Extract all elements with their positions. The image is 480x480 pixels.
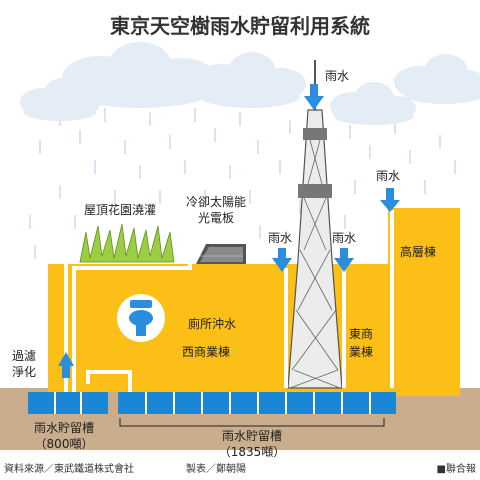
water-pipes [64, 210, 394, 392]
label-rain-right: 雨水 [376, 169, 400, 183]
label-filter-line2: 淨化 [12, 365, 36, 379]
diagram-title: 東京天空樹雨水貯留利用系統 [110, 14, 370, 38]
label-rain-b: 雨水 [332, 231, 356, 245]
grass-icon [76, 223, 176, 264]
label-rain-top: 雨水 [325, 69, 349, 83]
cloud-icon [330, 82, 416, 125]
solar-panel-icon [196, 244, 246, 264]
credit-maker: 製表／鄭朝陽 [186, 462, 246, 475]
label-rain-a: 雨水 [268, 231, 292, 245]
label-east-line2: 業棟 [349, 344, 373, 359]
label-roof-garden: 屋頂花園澆灌 [84, 202, 156, 217]
label-tank-big-line2: （1835噸） [219, 445, 286, 459]
label-solar-line2: 光電板 [198, 211, 234, 225]
rain-arrow-icon [58, 84, 400, 378]
storage-tank-big [118, 392, 396, 414]
cloud-icon [20, 78, 100, 121]
highrise-building [388, 208, 460, 396]
rain-streaks [29, 108, 456, 259]
label-tank-small-line1: 雨水貯留槽 [34, 421, 94, 435]
label-tank-big-line1: 雨水貯留槽 [222, 429, 282, 443]
credit-source: 資料來源／東武鐵道株式會社 [4, 462, 134, 475]
credit-publisher: ■聯合報 [437, 462, 476, 475]
storage-tank-small [28, 392, 108, 414]
toilet-icon [117, 294, 165, 342]
label-solar-line1: 冷卻太陽能 [186, 194, 246, 209]
label-west-building: 西商業棟 [182, 344, 230, 359]
cloud-icon [394, 54, 480, 104]
cloud-icon [194, 52, 306, 108]
label-east-line1: 東商 [349, 326, 373, 341]
label-filter-line1: 過濾 [12, 348, 36, 363]
label-tank-small-line2: （800噸） [35, 437, 94, 451]
tank-bracket [119, 418, 385, 427]
label-toilet: 廁所沖水 [188, 316, 236, 331]
label-highrise: 高層棟 [400, 244, 436, 259]
